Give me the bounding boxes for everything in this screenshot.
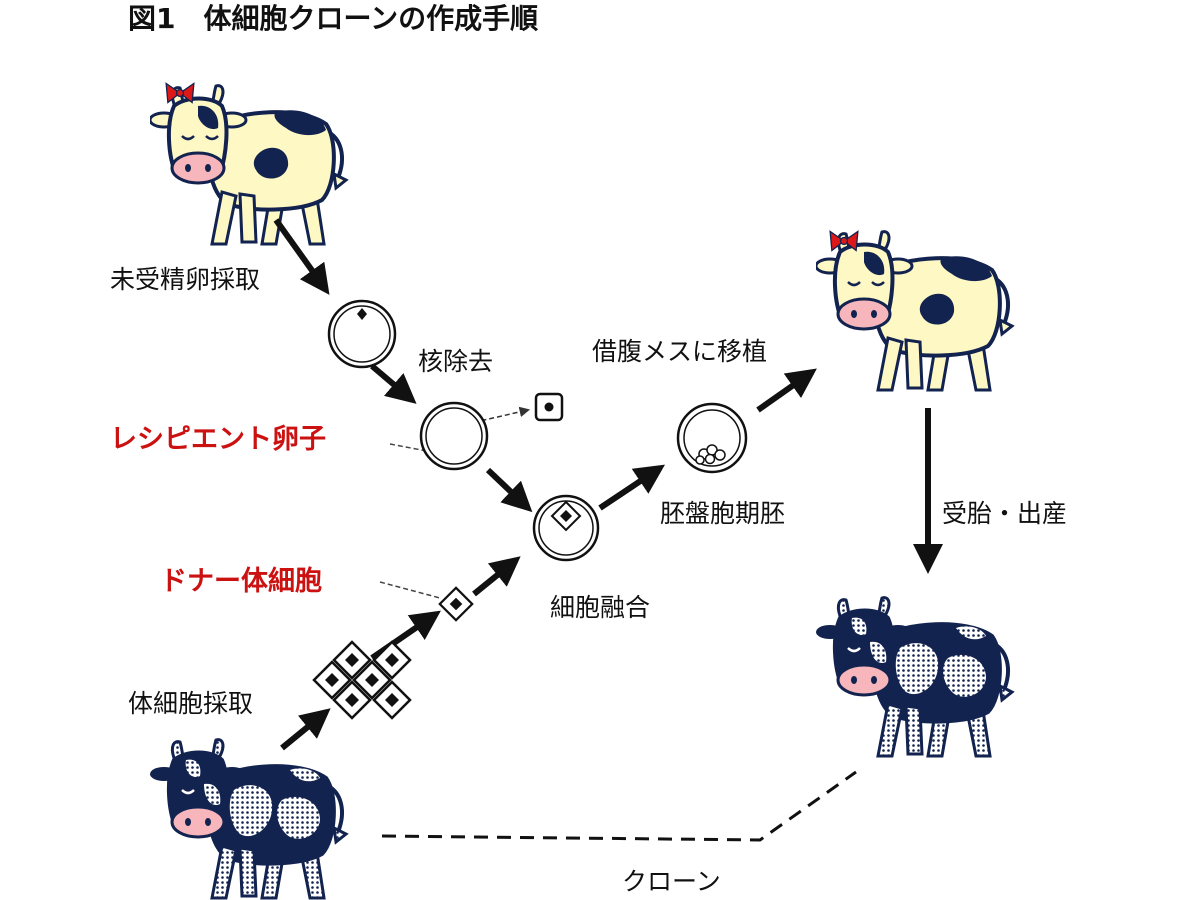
arrow-icon xyxy=(472,556,521,597)
arrow-icon xyxy=(273,218,330,295)
pregnancy-birth-label: 受胎・出産 xyxy=(942,499,1067,528)
arrow-icon xyxy=(598,464,665,511)
donor-leader-line xyxy=(379,581,441,599)
removed-nucleus-icon xyxy=(534,392,564,422)
recipient-cow-icon xyxy=(150,82,348,246)
donor-cow-icon xyxy=(150,737,348,900)
cell-fusion-label: 細胞融合 xyxy=(550,593,650,622)
recipient-oocyte-label: レシピエント卵子 xyxy=(110,424,326,455)
enucleation-label: 核除去 xyxy=(418,347,493,376)
arrow-icon xyxy=(370,363,417,404)
donor-cell-icon xyxy=(438,586,474,622)
clone-relation-line xyxy=(381,770,857,842)
clone-cow-icon xyxy=(816,595,1014,758)
arrow-icon xyxy=(485,467,533,513)
blastocyst-icon xyxy=(676,402,748,474)
blastocyst-label: 胚盤胞期胚 xyxy=(660,499,785,528)
arrow-icon xyxy=(280,708,331,751)
unfertilized-egg-icon xyxy=(327,299,397,369)
figure-title: 図1 体細胞クローンの作成手順 xyxy=(128,2,538,35)
recipient-egg-icon xyxy=(419,401,489,471)
fused-cell-icon xyxy=(532,494,600,562)
arrow-icon xyxy=(756,368,817,413)
somatic-cells-icon xyxy=(312,640,412,720)
surrogate-cow-icon xyxy=(816,229,1014,392)
transfer-label: 借腹メスに移植 xyxy=(592,337,767,366)
somatic-collection-label: 体細胞採取 xyxy=(128,689,253,718)
process-arrows xyxy=(273,218,943,751)
donor-cell-label: ドナー体細胞 xyxy=(160,566,322,597)
oocyte-collection-label: 未受精卵採取 xyxy=(110,265,260,294)
clone-label: クローン xyxy=(622,867,721,896)
